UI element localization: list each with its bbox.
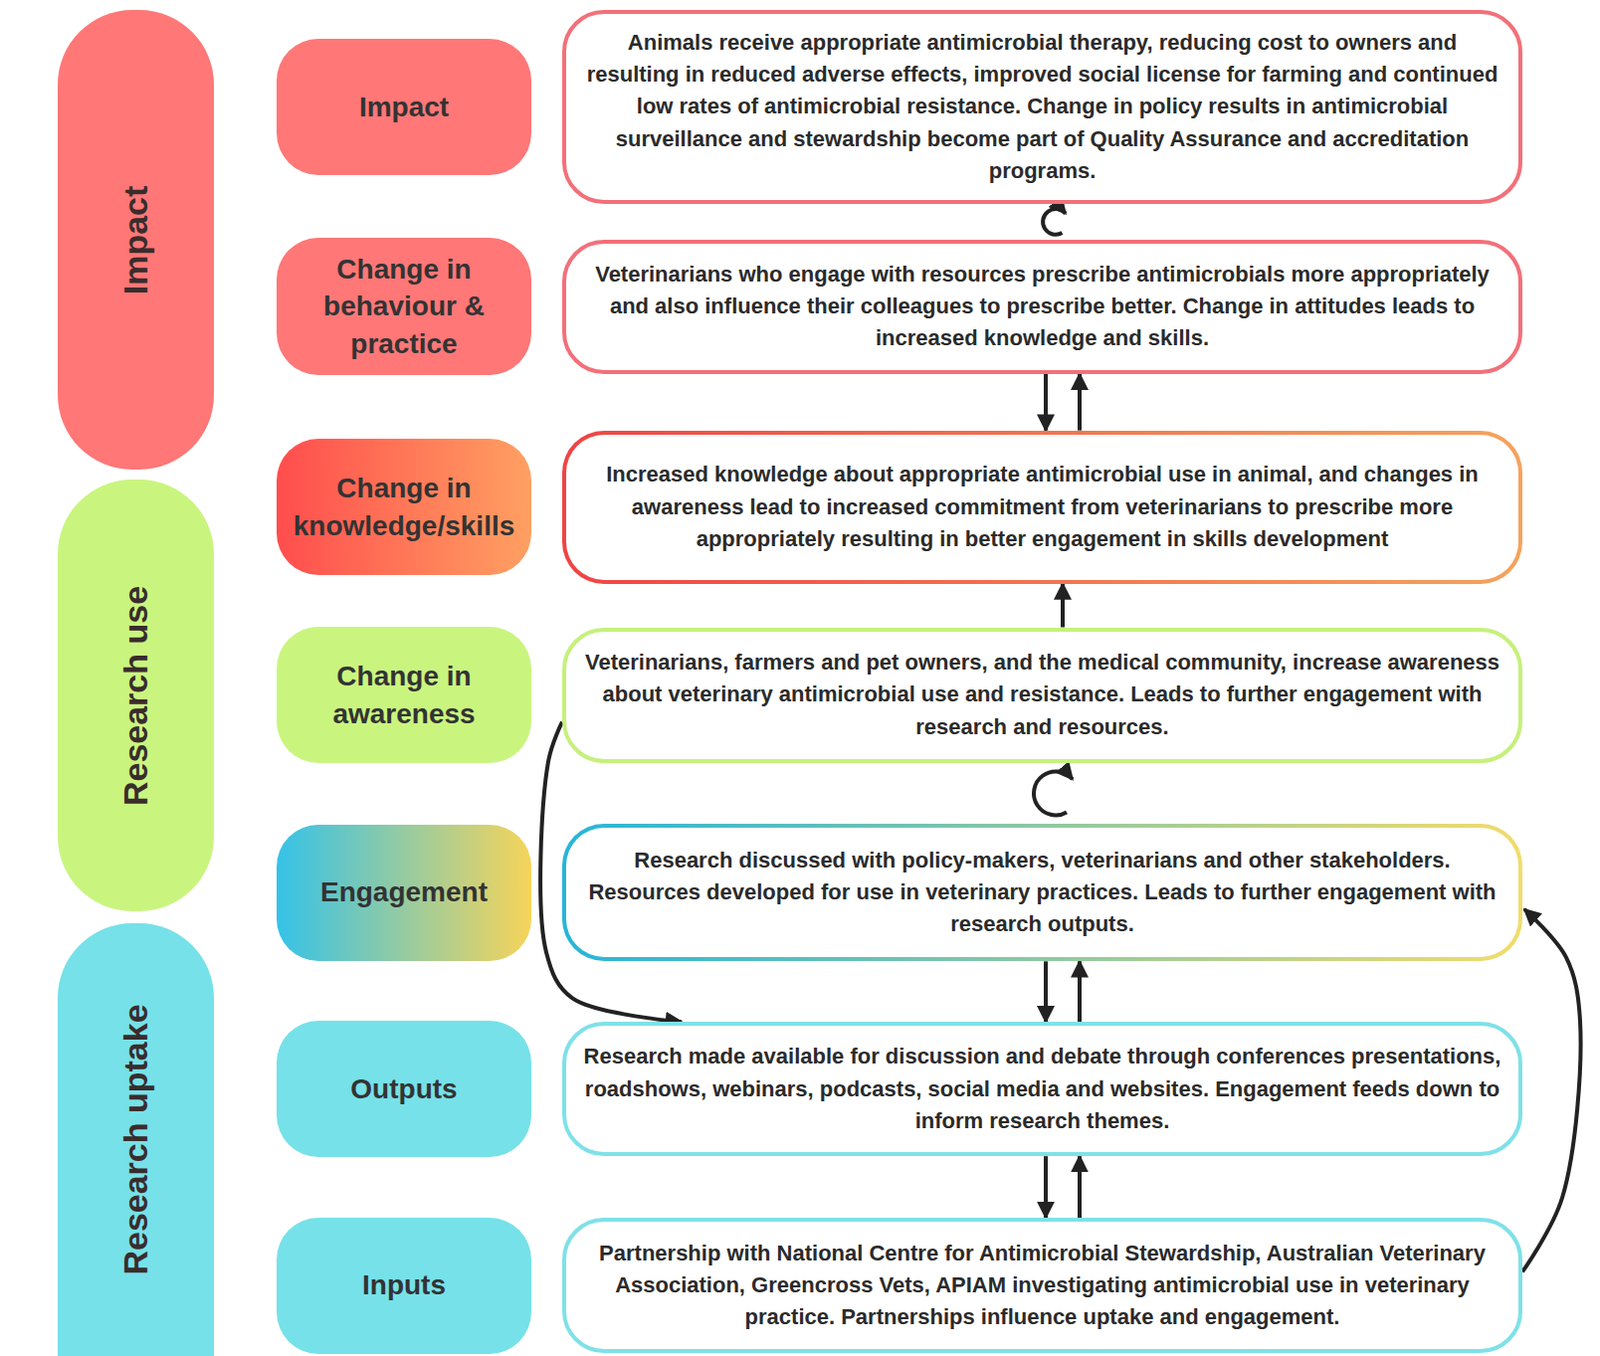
stage-description: Veterinarians who engage with resources … [582,258,1503,355]
stage-description: Partnership with National Centre for Ant… [582,1237,1503,1334]
stage-description: Veterinarians, farmers and pet owners, a… [582,646,1503,743]
stage-name: Inputs [362,1266,446,1305]
stage-description: Increased knowledge about appropriate an… [582,458,1503,555]
stage-name: Change in awareness [288,657,520,734]
stage-label: Outputs [276,1020,532,1158]
stage-description: Research made available for discussion a… [582,1040,1503,1137]
arrow-connector [1522,909,1582,1273]
arrow-connector [1060,584,1065,628]
stage-description: Animals receive appropriate antimicrobia… [582,26,1503,188]
stage-label: Change in behaviour & practice [276,237,532,376]
stage-label: Inputs [276,1217,532,1355]
phase-band: Impact [57,9,214,470]
description-box: Animals receive appropriate antimicrobia… [562,9,1523,204]
edge-group [540,374,1581,1273]
arrow-connector [1043,961,1048,1022]
stage-label: Change in knowledge/skills [276,438,532,576]
phase-band: Research uptake [57,923,214,1356]
description-box: Research discussed with policy-makers, v… [562,823,1523,962]
band-title: Impact [116,185,156,295]
stage-name: Change in behaviour & practice [288,250,520,364]
description-box: Research made available for discussion a… [562,1021,1523,1157]
phase-band: Research use [57,479,214,912]
stage-label: Engagement [276,824,532,962]
stage-label: Change in awareness [276,626,532,764]
stage-name: Engagement [320,873,488,912]
stage-description: Research discussed with policy-makers, v… [582,844,1503,941]
cycle-arrow [1042,208,1066,235]
stage-name: Change in knowledge/skills [288,469,520,546]
description-box: Veterinarians who engage with resources … [562,239,1523,375]
stage-name: Outputs [350,1070,457,1109]
description-box: Increased knowledge about appropriate an… [562,430,1523,585]
description-box: Partnership with National Centre for Ant… [562,1217,1523,1354]
arrow-connector [1043,374,1048,431]
band-title: Research use [116,585,156,805]
stage-label: Impact [276,38,532,176]
stage-name: Impact [359,88,449,127]
arrow-connector [1077,961,1082,1022]
arrow-connector [1077,1156,1082,1218]
cycle-arrow [1033,771,1073,815]
description-box: Veterinarians, farmers and pet owners, a… [562,627,1523,764]
band-title: Research uptake [116,1003,156,1275]
arrow-connector [1043,1156,1048,1218]
arrow-connector [1077,374,1082,431]
